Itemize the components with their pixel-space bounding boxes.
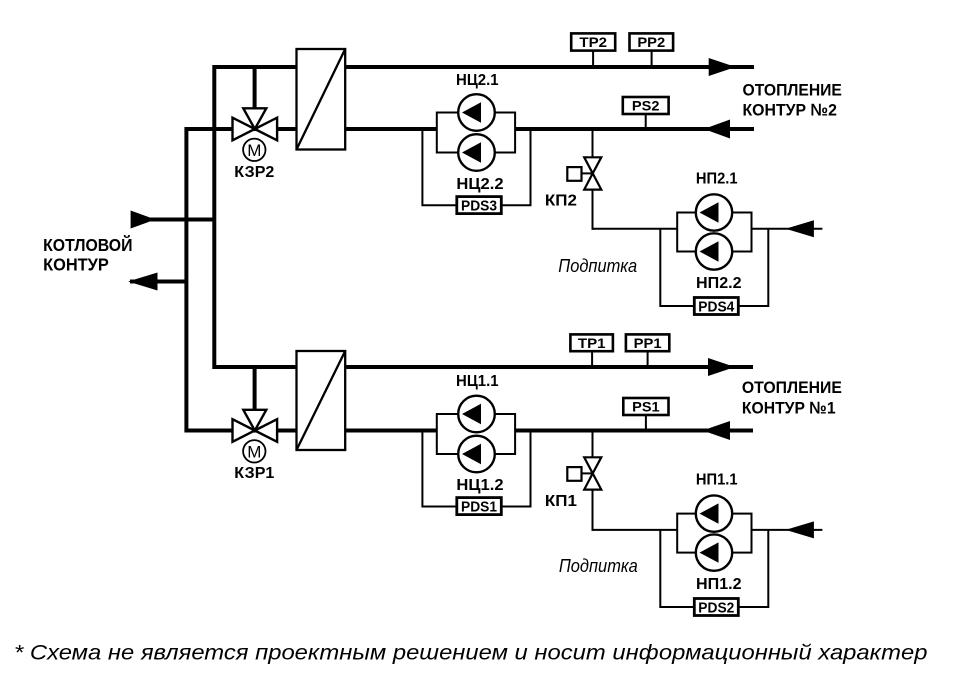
- svg-text:Подпитка: Подпитка: [559, 556, 638, 576]
- svg-text:НП2.1: НП2.1: [696, 171, 738, 188]
- svg-text:НЦ1.1: НЦ1.1: [456, 373, 499, 390]
- svg-text:М: М: [247, 443, 261, 462]
- svg-text:НЦ2.1: НЦ2.1: [456, 72, 499, 89]
- svg-text:КОНТУР №2: КОНТУР №2: [743, 101, 838, 120]
- svg-text:КЗР2: КЗР2: [234, 164, 274, 181]
- svg-text:НП2.2: НП2.2: [696, 275, 742, 292]
- svg-text:Подпитка: Подпитка: [558, 256, 637, 276]
- svg-text:КОНТУР: КОНТУР: [43, 254, 109, 274]
- svg-text:НП1.2: НП1.2: [696, 576, 742, 593]
- svg-text:М: М: [247, 141, 261, 160]
- svg-text:PP1: PP1: [634, 335, 662, 351]
- svg-text:ОТОПЛЕНИЕ: ОТОПЛЕНИЕ: [742, 378, 842, 397]
- svg-text:PDS2: PDS2: [698, 600, 734, 617]
- svg-text:КП1: КП1: [545, 493, 577, 510]
- svg-text:TP1: TP1: [578, 335, 606, 351]
- svg-text:КП2: КП2: [545, 192, 577, 209]
- svg-text:* Схема не является проектным: * Схема не является проектным решением и…: [14, 641, 928, 665]
- svg-text:НП1.1: НП1.1: [696, 472, 738, 489]
- svg-text:TP2: TP2: [579, 34, 607, 50]
- svg-text:КЗР1: КЗР1: [234, 465, 274, 482]
- svg-text:PDS1: PDS1: [461, 499, 497, 516]
- svg-text:PDS4: PDS4: [698, 299, 735, 316]
- svg-text:КОТЛОВОЙ: КОТЛОВОЙ: [43, 234, 132, 255]
- svg-text:ОТОПЛЕНИЕ: ОТОПЛЕНИЕ: [743, 81, 842, 100]
- svg-text:НЦ2.2: НЦ2.2: [456, 176, 503, 193]
- svg-text:PP2: PP2: [637, 34, 665, 50]
- svg-text:НЦ1.2: НЦ1.2: [456, 477, 503, 494]
- svg-text:PS2: PS2: [632, 98, 660, 114]
- svg-text:PDS3: PDS3: [461, 198, 497, 215]
- svg-text:PS1: PS1: [632, 399, 660, 415]
- svg-text:КОНТУР №1: КОНТУР №1: [742, 398, 836, 417]
